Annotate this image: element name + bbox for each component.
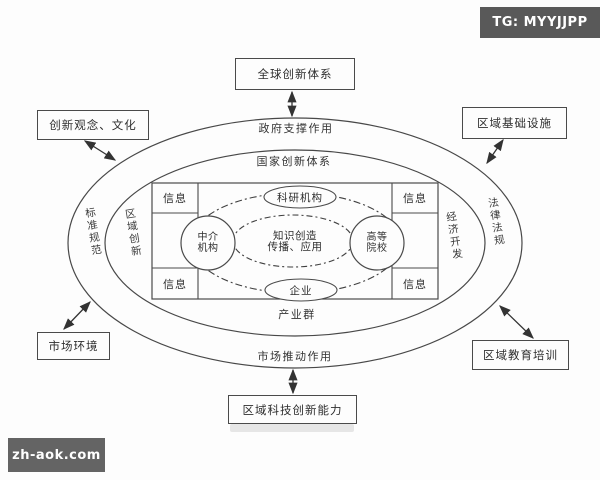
industry-cluster-label: 产业群	[278, 308, 316, 321]
info-cell-bottom-left: 信息	[163, 277, 187, 291]
outer-ring-ellipse	[67, 117, 523, 369]
university-circle	[349, 215, 405, 271]
research-institutions-label: 科研机构	[277, 191, 323, 204]
market-push-label: 市场推动作用	[257, 350, 333, 363]
site-watermark-badge: zh-aok.com	[8, 438, 105, 472]
knowledge-creation-label: 知识创造 传播、应用	[255, 229, 335, 255]
arrow-education-to-ring	[499, 305, 534, 339]
inner-ring-ellipse	[104, 149, 486, 337]
intermediary-circle	[180, 215, 236, 271]
telegram-watermark-badge: TG: MYYJJPP	[480, 7, 600, 38]
knowledge-line1: 知识创造	[273, 229, 317, 242]
intermediary-line1: 中介	[197, 231, 219, 243]
arrow-infrastructure-to-ring	[486, 138, 504, 165]
global-innovation-system-box: 全球创新体系	[235, 58, 355, 90]
national-innovation-system-label: 国家创新体系	[256, 155, 332, 168]
regional-infrastructure-box: 区域基础设施	[462, 107, 567, 139]
university-line2: 院校	[366, 243, 388, 254]
university-label: 高等 院校	[355, 230, 399, 256]
capability-box-shadow	[230, 424, 354, 432]
info-cell-top-right: 信息	[403, 192, 427, 205]
university-line1: 高等	[366, 231, 388, 243]
info-cell-top-left: 信息	[163, 192, 187, 205]
enterprise-label: 企业	[289, 285, 313, 297]
knowledge-line2: 传播、应用	[267, 241, 323, 253]
regional-sti-capability-box: 区域科技创新能力	[228, 395, 357, 424]
government-support-label: 政府支撑作用	[258, 122, 334, 135]
innovation-concept-culture-box: 创新观念、文化	[37, 110, 149, 140]
regional-education-training-box: 区域教育培训	[472, 340, 569, 370]
market-environment-box: 市场环境	[37, 332, 110, 360]
intermediary-institutions-label: 中介 机构	[186, 230, 230, 256]
enterprise-ellipse	[264, 278, 338, 302]
intermediary-line2: 机构	[197, 243, 219, 254]
info-cell-bottom-right: 信息	[403, 277, 427, 291]
arrow-concept-to-ring	[83, 140, 117, 161]
arrow-market-env-to-ring	[63, 301, 91, 330]
research-institutions-ellipse	[263, 185, 337, 209]
